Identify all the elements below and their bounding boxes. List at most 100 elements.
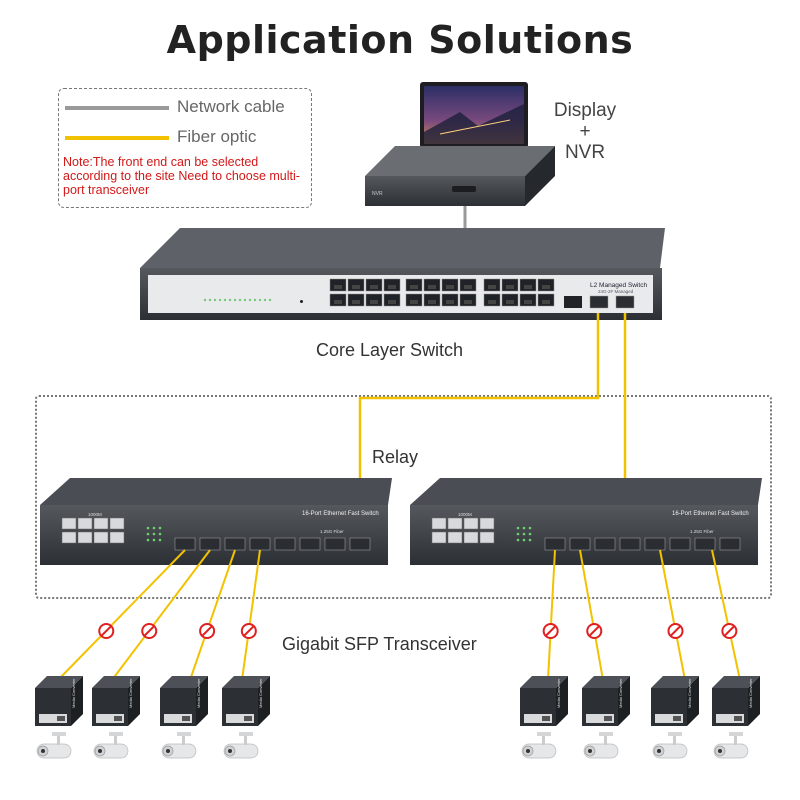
- access-sfp-port: [199, 537, 221, 551]
- status-led: [208, 298, 212, 302]
- plus-label: +: [579, 121, 591, 142]
- legend-box: Network cable Fiber optic Note:The front…: [58, 88, 312, 208]
- access-rj45-port: [61, 531, 77, 544]
- status-led: [203, 298, 207, 302]
- status-led: [213, 298, 217, 302]
- sfp-transceiver-device: Media Converter: [651, 676, 699, 726]
- no-entry-icon: [141, 623, 158, 639]
- no-entry-icon: [667, 623, 684, 639]
- fiber-drop-line: [547, 549, 556, 681]
- transceiver-device-label: Media Converter: [618, 678, 623, 708]
- page-title: Application Solutions: [166, 18, 634, 62]
- access-rj45-port: [77, 531, 93, 544]
- nvr-label: NVR: [564, 142, 606, 163]
- status-led: [238, 298, 242, 302]
- fiber-drop-line: [711, 549, 741, 681]
- access-sfp-port: [249, 537, 271, 551]
- camera-icon: [713, 732, 749, 759]
- transceiver-device-label: Media Converter: [687, 678, 692, 708]
- status-led: [152, 532, 156, 536]
- transceiver-device-label: Media Converter: [748, 678, 753, 708]
- camera-icon: [93, 732, 129, 759]
- sfp-transceiver-device: Media Converter: [92, 676, 140, 726]
- legend-note: Note:The front end can be selected accor…: [63, 155, 300, 197]
- transceiver-device-label: Media Converter: [556, 678, 561, 708]
- access-rj45-port: [431, 517, 447, 530]
- access-rj45-port: [93, 531, 109, 544]
- fiber-drop-line: [57, 549, 186, 681]
- access-sfp-port: [224, 537, 246, 551]
- access-sfp-port: [544, 537, 566, 551]
- access-rj45-port: [463, 531, 479, 544]
- camera-icon: [583, 732, 619, 759]
- access-layer-group: [35, 395, 772, 599]
- status-led: [528, 538, 532, 542]
- access-rj45-port: [77, 517, 93, 530]
- fiber-drop-line: [189, 549, 236, 681]
- status-led: [146, 532, 150, 536]
- status-led: [146, 526, 150, 530]
- status-led: [516, 538, 520, 542]
- access-sfp-port: [619, 537, 641, 551]
- svg-text:NVR: NVR: [372, 191, 383, 197]
- status-led: [218, 298, 222, 302]
- no-entry-icon: [199, 623, 216, 639]
- core-switch-caption: Core Layer Switch: [316, 340, 464, 360]
- status-led: [158, 538, 162, 542]
- display-nvr-label: Display + NVR: [540, 100, 630, 163]
- camera-icon: [36, 732, 72, 759]
- no-entry-icon: [542, 623, 559, 639]
- access-rj45-port: [61, 517, 77, 530]
- status-led: [516, 532, 520, 536]
- status-led: [263, 298, 267, 302]
- legend-network-cable-label: Network cable: [177, 97, 285, 116]
- status-led: [233, 298, 237, 302]
- camera-icon: [652, 732, 688, 759]
- access-sfp-port: [594, 537, 616, 551]
- access-rj45-port: [109, 531, 125, 544]
- status-led: [158, 526, 162, 530]
- status-led: [528, 526, 532, 530]
- fiber-drop-line: [111, 549, 211, 681]
- transceiver-device-label: Media Converter: [128, 678, 133, 708]
- status-led: [268, 298, 272, 302]
- fiber-optic-swatch: [65, 136, 169, 140]
- access-sfp-port: [299, 537, 321, 551]
- core-switch-brand-label: L2 Managed Switch: [590, 282, 647, 289]
- access-sfp-port: [569, 537, 591, 551]
- core-uplink-port: [564, 296, 582, 308]
- camera-icon: [521, 732, 557, 759]
- access-sfp-port: [719, 537, 741, 551]
- status-led: [158, 532, 162, 536]
- legend-fiber-optic-label: Fiber optic: [177, 127, 257, 146]
- access-sfp-port: [174, 537, 196, 551]
- network-cable-swatch: [65, 106, 169, 110]
- access-sfp-port: [274, 537, 296, 551]
- core-sfp-port: [589, 295, 609, 309]
- access-rj45-port: [431, 531, 447, 544]
- status-led: [522, 526, 526, 530]
- core-switch-sub-label: 24G-2F Managed: [598, 289, 634, 294]
- access-rj45-port: [463, 517, 479, 530]
- transceiver-caption: Gigabit SFP Transceiver: [282, 634, 477, 654]
- core-switch-device: [140, 228, 665, 320]
- access-switch-sfp-label: 1.25G Fiber: [690, 529, 714, 534]
- access-rj45-port: [479, 517, 495, 530]
- access-switch-sfp-label: 1.25G Fiber: [320, 529, 344, 534]
- access-sfp-port: [694, 537, 716, 551]
- access-switch-name: 16-Port Ethernet Fast Switch: [672, 511, 749, 517]
- access-rj45-port: [447, 531, 463, 544]
- transceiver-device-label: Media Converter: [196, 678, 201, 708]
- sfp-transceiver-device: Media Converter: [582, 676, 630, 726]
- status-led: [228, 298, 232, 302]
- status-led: [528, 532, 532, 536]
- status-led: [516, 526, 520, 530]
- nvr-device-icon: NVR: [365, 146, 555, 206]
- fiber-core-to-left-switch: [358, 313, 600, 478]
- monitor-icon: [420, 82, 528, 165]
- access-switch-ports-label: 1000M: [88, 512, 102, 517]
- display-label: Display: [553, 100, 617, 121]
- status-led: [146, 538, 150, 542]
- status-led: [152, 526, 156, 530]
